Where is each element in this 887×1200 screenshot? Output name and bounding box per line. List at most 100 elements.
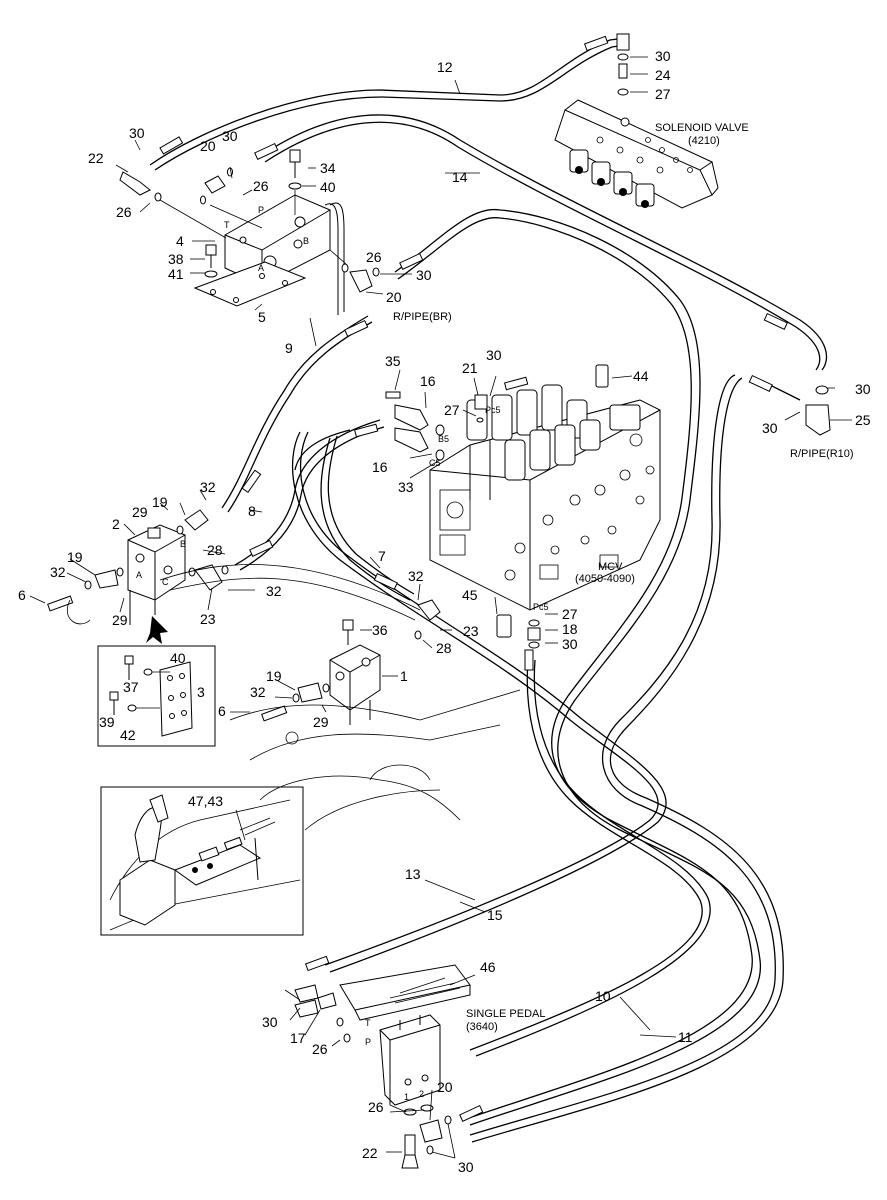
shuttle-fittings — [84, 509, 229, 591]
part-label-9: 9 — [285, 340, 293, 356]
part-label-26-top: 26 — [253, 178, 269, 194]
part-label-5: 5 — [258, 309, 266, 325]
part-label-19-c: 19 — [266, 668, 282, 684]
part-label-13: 13 — [405, 866, 421, 882]
part-label-10: 10 — [595, 988, 611, 1004]
part-label-33: 33 — [398, 479, 414, 495]
fittings-24-27-30 — [616, 33, 648, 96]
part-label-4: 4 — [176, 233, 184, 249]
elbows-20-22 — [119, 167, 380, 293]
part-label-45: 45 — [462, 587, 478, 603]
part-label-26-bot: 26 — [368, 1099, 384, 1115]
part-label-21: 21 — [462, 360, 478, 376]
single-pedal-code: (3640) — [466, 1021, 498, 1033]
pedal-fittings — [284, 984, 452, 1169]
part-label-29-a: 29 — [132, 504, 148, 520]
part-label-17: 17 — [290, 1030, 306, 1046]
hose-9 — [221, 315, 373, 513]
boom-outline — [67, 564, 521, 831]
part-label-2: 2 — [112, 516, 120, 532]
part-label-47-43: 47,43 — [188, 793, 223, 809]
pc5-label-top: Pc5 — [485, 405, 501, 415]
part-label-29-c: 29 — [313, 714, 329, 730]
part-label-35: 35 — [385, 353, 401, 369]
part-label-20-top: 20 — [200, 138, 216, 154]
part-label-3: 3 — [197, 684, 205, 700]
shuttle-block-2 — [127, 524, 186, 625]
mcv-code: (4050-4090) — [575, 573, 635, 585]
part-label-6-b: 6 — [218, 703, 226, 719]
part-label-22-bot: 22 — [362, 1145, 378, 1161]
bolts-34-38 — [204, 149, 302, 278]
part-label-30-mcv: 30 — [486, 347, 502, 363]
block-1 — [292, 619, 422, 725]
mcv-4050-4090 — [429, 384, 661, 611]
part-label-30-r10b: 30 — [762, 420, 778, 436]
pedal-port-2: 2 — [419, 1089, 424, 1099]
solenoid-valve-code: (4210) — [688, 135, 720, 147]
part-label-30-pedal: 30 — [262, 1014, 278, 1030]
part-label-28-b: 28 — [436, 640, 452, 656]
part-label-32-b: 32 — [50, 564, 66, 580]
part-label-1: 1 — [400, 668, 408, 684]
part-label-26-right: 26 — [366, 249, 382, 265]
inset-bracket-box — [97, 616, 216, 747]
part-label-37: 37 — [123, 679, 139, 695]
part-label-8: 8 — [248, 503, 256, 519]
part-label-36: 36 — [372, 622, 388, 638]
block-b-label: B — [180, 539, 186, 549]
part-label-23-a: 23 — [200, 611, 216, 627]
hose-r-pipe-br-long — [394, 208, 761, 1126]
port-p-label: P — [258, 205, 264, 215]
pc5-label-bottom: Pc5 — [533, 602, 549, 612]
hose-14 — [261, 114, 828, 371]
part-label-38: 38 — [168, 251, 184, 267]
part-label-30-r10: 30 — [855, 381, 871, 397]
part-label-12: 12 — [437, 59, 453, 75]
port-b-label: B — [303, 236, 309, 246]
hose-fittings — [47, 35, 788, 1122]
rpipe-r10-label: R/PIPE(R10) — [790, 448, 854, 460]
part-label-27-top: 27 — [655, 86, 671, 102]
part-label-40-top: 40 — [320, 179, 336, 195]
part-label-19-b: 19 — [67, 549, 83, 565]
part-label-20-bot: 20 — [437, 1079, 453, 1095]
part-label-30-left: 30 — [129, 125, 145, 141]
part-label-26-pedal: 26 — [312, 1041, 328, 1057]
part-label-41: 41 — [168, 266, 184, 282]
part-label-23-b: 23 — [463, 623, 479, 639]
part-label-32-d: 32 — [408, 568, 424, 584]
part-label-16-b: 16 — [372, 459, 388, 475]
part-label-30-top: 30 — [655, 48, 671, 64]
part-label-46: 46 — [480, 959, 496, 975]
hose-7 — [320, 435, 415, 601]
pedal-port-t: T — [365, 1018, 371, 1028]
part-label-32-e: 32 — [250, 684, 266, 700]
hose-10-11 — [469, 374, 784, 1143]
pedal-port-p: P — [365, 1037, 371, 1047]
part-label-30-bot: 30 — [458, 1159, 474, 1175]
part-label-30-valve: 30 — [416, 267, 432, 283]
part-label-39: 39 — [99, 714, 115, 730]
mounting-plate-5 — [193, 261, 307, 307]
part-label-6-a: 6 — [18, 587, 26, 603]
pedal-port-1: 1 — [404, 1092, 409, 1102]
part-label-24: 24 — [655, 67, 671, 83]
part-label-32-a: 32 — [200, 479, 216, 495]
hose-12 — [149, 37, 626, 171]
rpipe-br-label: R/PIPE(BR) — [393, 311, 452, 323]
part-label-19-a: 19 — [152, 494, 168, 510]
part-label-40-inset: 40 — [170, 650, 186, 666]
part-label-42: 42 — [120, 727, 136, 743]
single-pedal-name: SINGLE PEDAL — [466, 1008, 545, 1020]
part-label-44: 44 — [633, 368, 649, 384]
solenoid-valve-4210 — [554, 99, 719, 209]
block-c-label: C — [162, 577, 169, 587]
part-label-34: 34 — [320, 160, 336, 176]
part-label-27-mcv: 27 — [444, 402, 460, 418]
port-t-label: T — [224, 220, 230, 230]
hose-mcv-low — [469, 659, 711, 1057]
cab-inset — [100, 786, 304, 936]
part-label-28-a: 28 — [207, 542, 223, 558]
